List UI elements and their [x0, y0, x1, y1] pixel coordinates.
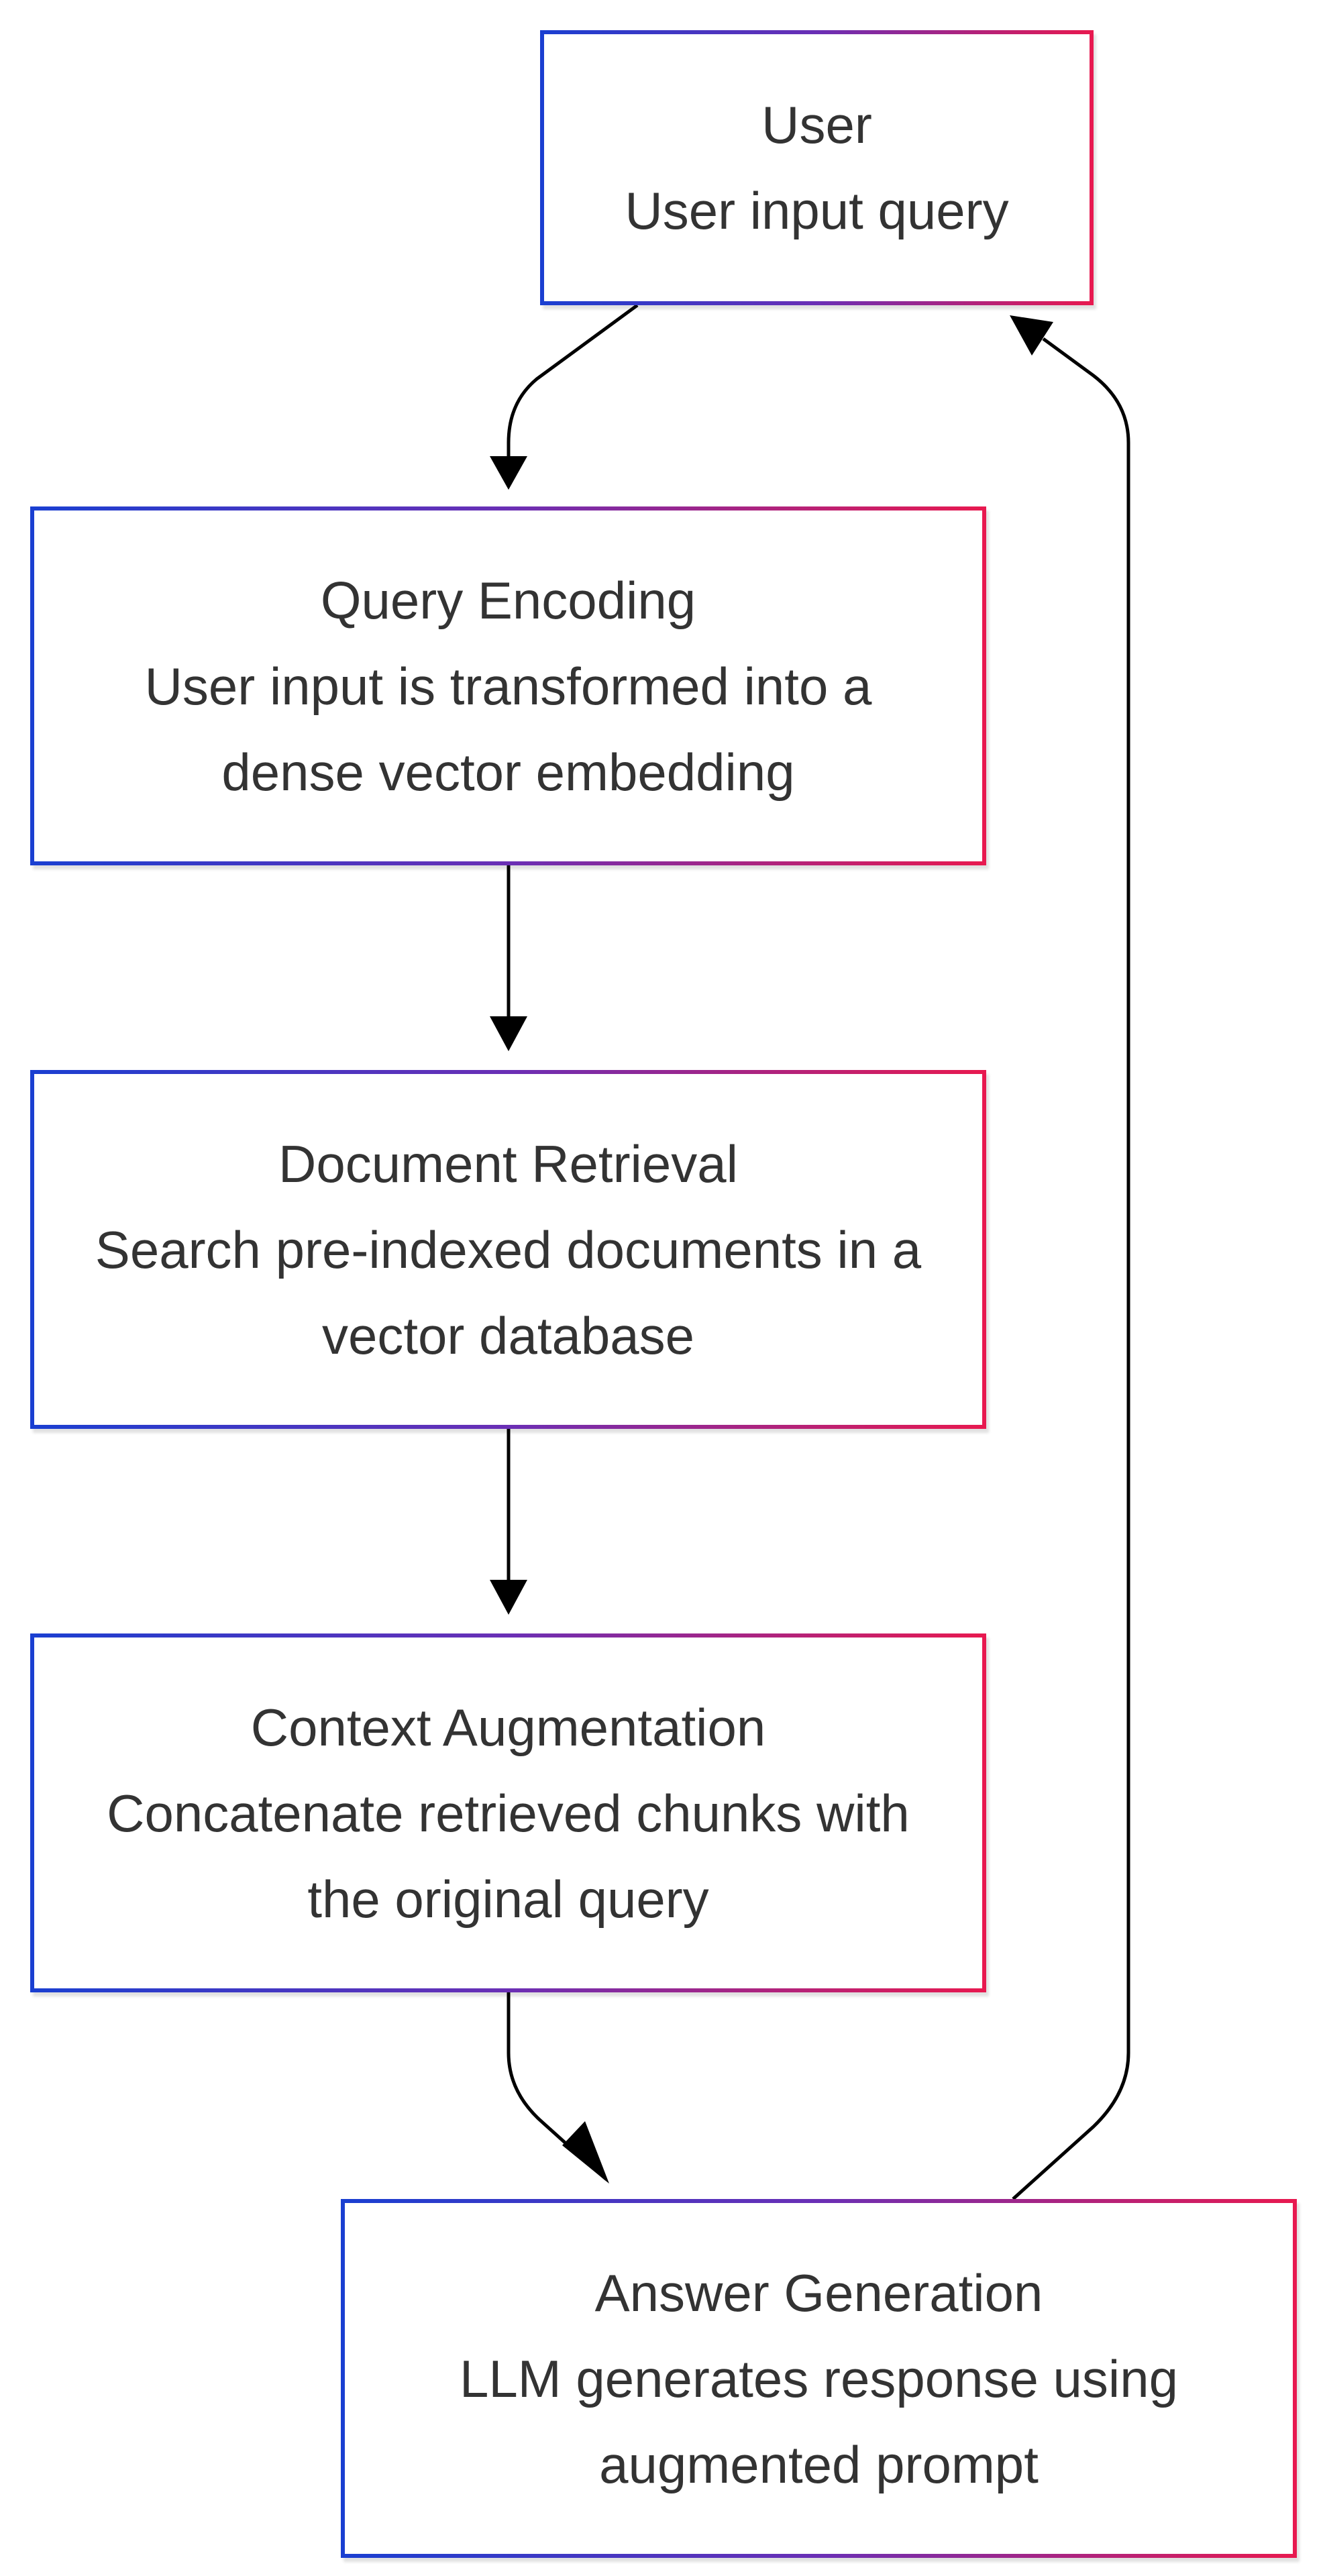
node-title: User: [761, 95, 872, 154]
node-query-encoding: Query Encoding User input is transformed…: [30, 506, 986, 865]
node-description: Concatenate retrieved chunks with the or…: [107, 1783, 910, 1929]
node-description: LLM generates response using augmented p…: [459, 2349, 1178, 2494]
arrowhead-icon: [490, 456, 527, 490]
edge-answer-generation-to-user: [1012, 337, 1130, 2200]
node-answer-generation: Answer Generation LLM generates response…: [341, 2199, 1297, 2558]
arrowhead-icon: [1010, 315, 1053, 356]
edge-user-to-query-encoding: [507, 303, 639, 470]
arrowhead-icon: [562, 2121, 609, 2184]
node-title: Document Retrieval: [278, 1134, 738, 1193]
node-description: User input query: [625, 181, 1009, 240]
node-title: Query Encoding: [320, 570, 696, 630]
node-title: Context Augmentation: [250, 1697, 766, 1757]
node-document-retrieval: Document Retrieval Search pre-indexed do…: [30, 1070, 986, 1429]
node-context-augmentation: Context Augmentation Concatenate retriev…: [30, 1633, 986, 1992]
node-user: User User input query: [540, 30, 1094, 305]
node-description: User input is transformed into a dense v…: [144, 656, 872, 802]
edge-context-augmentation-to-answer-generation: [507, 1992, 578, 2155]
arrowhead-icon: [490, 1580, 527, 1615]
arrowhead-icon: [490, 1016, 527, 1051]
node-title: Answer Generation: [594, 2263, 1043, 2322]
node-description: Search pre-indexed documents in a vector…: [95, 1220, 922, 1365]
